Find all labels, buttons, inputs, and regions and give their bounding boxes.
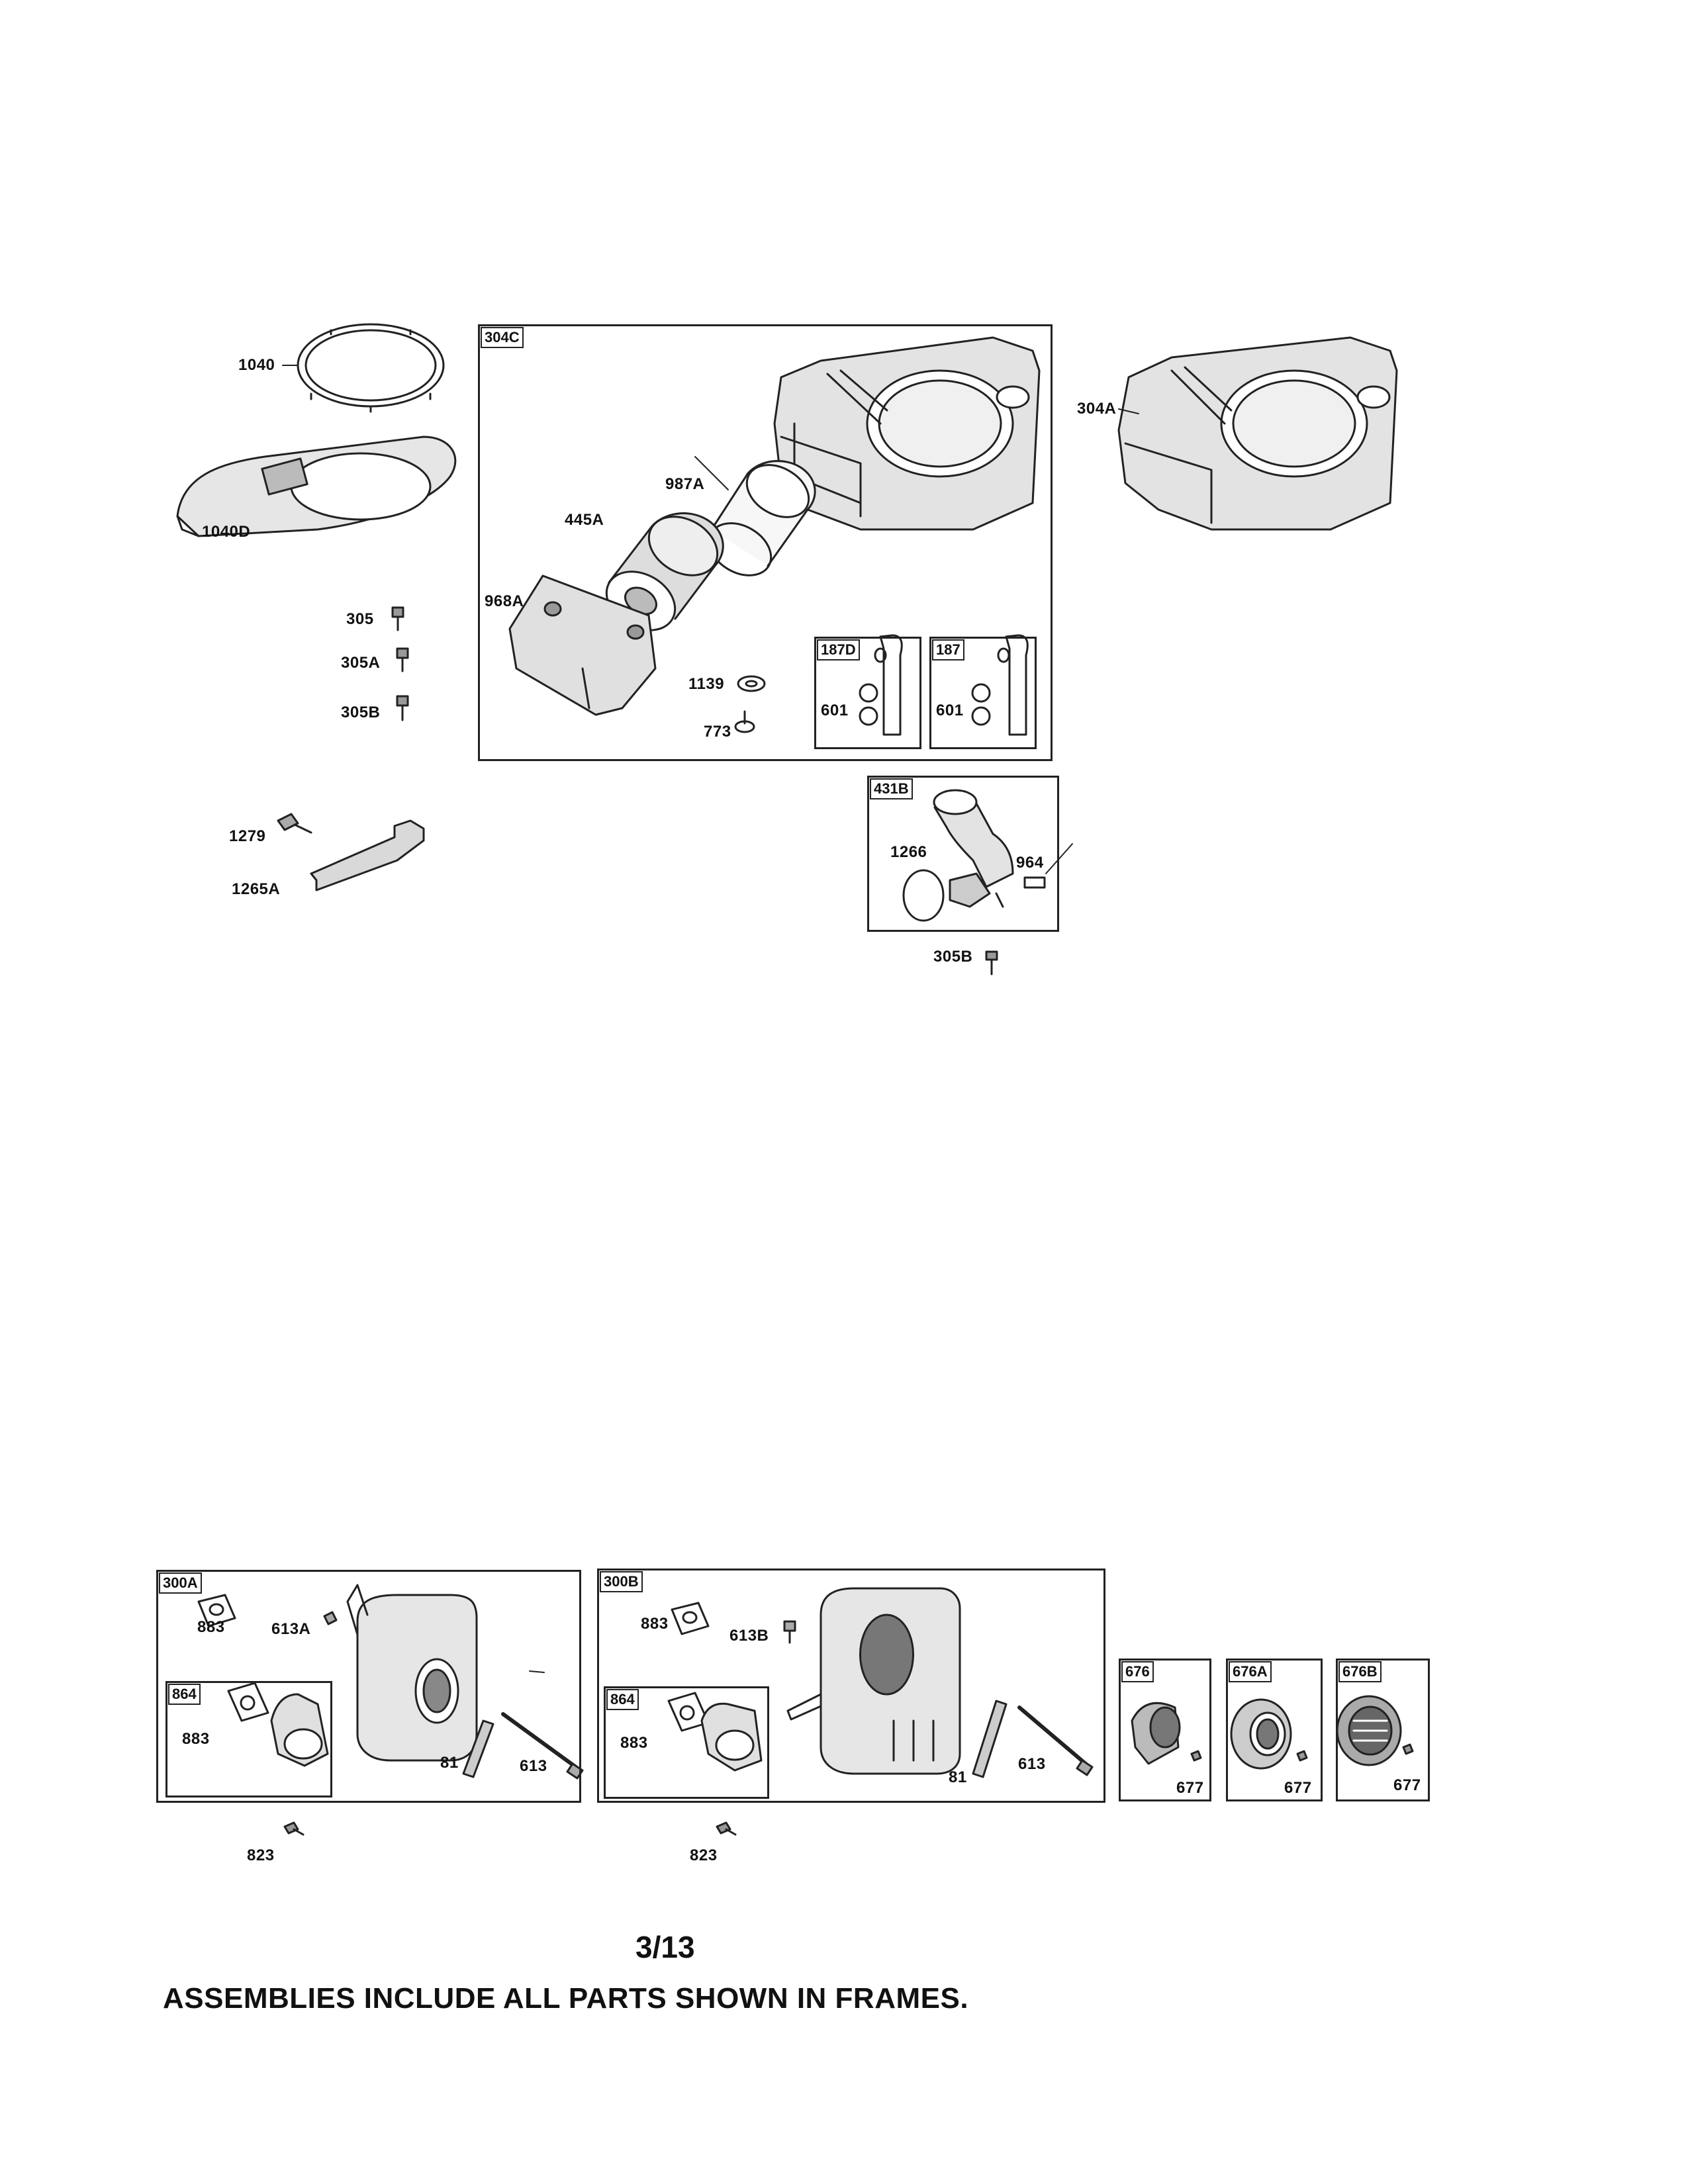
callout-305: 305 [346,610,374,628]
callout-613a: 613A [271,1620,311,1638]
screw-823b-drawing [716,1821,737,1836]
frame-187d [814,637,921,749]
tag-300b: 300B [600,1571,643,1592]
tag-864b: 864 [606,1689,639,1710]
callout-883-300a: 883 [197,1618,225,1636]
frame-300b [597,1569,1105,1803]
callout-987a: 987A [665,475,705,493]
bracket-1265a-drawing [277,813,425,891]
muffler-300a-drawing [197,1584,584,1780]
callout-968a: 968A [485,592,524,610]
callout-883-864b: 883 [620,1734,648,1752]
callout-601-187d: 601 [821,702,849,719]
frame-864b [604,1686,769,1799]
page-number: 3/13 [635,1930,695,1964]
tag-187: 187 [932,639,964,660]
callout-305b: 305B [341,704,381,721]
callout-883-864a: 883 [182,1730,210,1748]
blower-housing-304a-drawing [1117,336,1398,531]
tag-676a: 676A [1229,1661,1272,1682]
frame-864a [165,1681,332,1797]
muffler-300b-drawing [671,1587,1094,1778]
precleaner-987a-drawing [708,460,816,576]
callout-964: 964 [1016,854,1044,872]
tube-187d-drawing [859,634,903,736]
screw-305-drawing [391,606,409,721]
frame-676a [1226,1659,1323,1801]
callout-1040: 1040 [238,356,275,374]
tag-187d: 187D [817,639,860,660]
callout-1139: 1139 [688,675,725,693]
deflector-676a-drawing [1230,1698,1308,1770]
frame-431b [867,776,1059,932]
callout-823b: 823 [690,1846,718,1864]
callout-1040d: 1040D [202,523,251,541]
callout-304a: 304A [1077,400,1117,418]
frame-300a [156,1570,581,1803]
callout-445a: 445A [565,511,604,529]
tag-300a: 300A [159,1572,202,1594]
callout-1279: 1279 [229,827,266,845]
callout-677-676a: 677 [1284,1779,1312,1797]
callout-613-300b: 613 [1018,1755,1046,1773]
elbow-431b-drawing [902,789,1046,922]
callout-613-300a: 613 [520,1757,547,1775]
frame-676b [1336,1659,1430,1801]
callout-601-187: 601 [936,702,964,719]
tag-864a: 864 [168,1684,201,1705]
callout-677-676: 677 [1176,1779,1204,1797]
callout-1266: 1266 [890,843,927,861]
gasket-864a-drawing [227,1682,329,1767]
callout-305b-lower: 305B [933,948,973,966]
cover-1040d-drawing [176,435,457,537]
callout-677-676b: 677 [1393,1776,1421,1794]
deflector-676b-drawing [1336,1695,1414,1766]
callout-883-300b: 883 [641,1615,669,1633]
washer-1139-drawing [737,675,766,692]
ring-1040-drawing [297,323,445,413]
tag-304c: 304C [481,327,524,348]
callout-613b: 613B [729,1627,769,1645]
screw-823a-drawing [283,1821,305,1836]
callout-305a: 305A [341,654,381,672]
callout-81-300b: 81 [949,1768,967,1786]
gasket-864b-drawing [667,1692,763,1772]
cover-968a-drawing [508,574,657,716]
callout-773: 773 [704,723,731,741]
tag-431b: 431B [870,778,913,799]
callout-81-300a: 81 [440,1754,459,1772]
callout-823a: 823 [247,1846,275,1864]
callout-1265a: 1265A [232,880,281,898]
blower-housing-304c-drawing [773,336,1041,531]
tag-676: 676 [1121,1661,1154,1682]
deflector-676-drawing [1131,1702,1202,1765]
tube-187-drawing [971,634,1029,736]
pin-773-drawing [734,710,755,733]
frame-676 [1119,1659,1211,1801]
assemblies-note: ASSEMBLIES INCLUDE ALL PARTS SHOWN IN FR… [163,1982,969,2015]
tag-676b: 676B [1338,1661,1382,1682]
screw-305b-drawing [985,950,998,976]
frame-304c [478,324,1053,761]
frame-187 [929,637,1037,749]
